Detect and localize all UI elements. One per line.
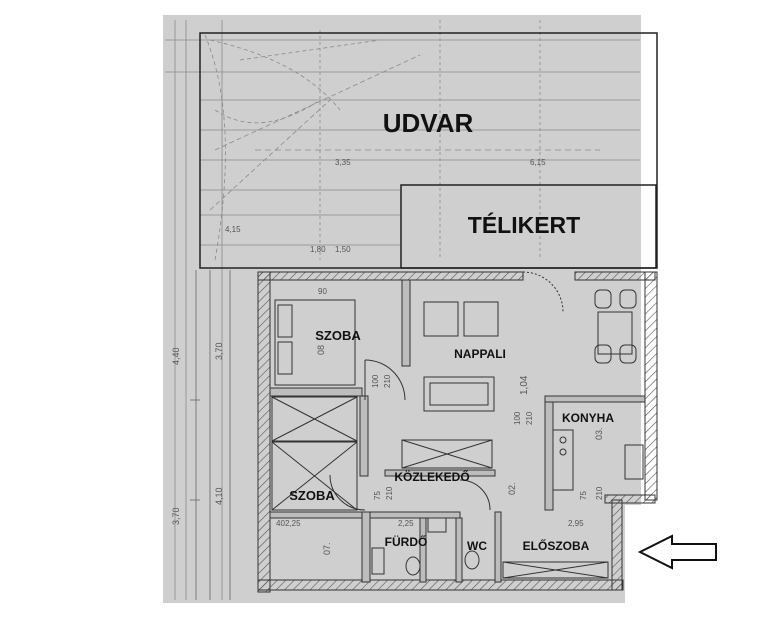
dim-415: 4,15 xyxy=(225,225,241,234)
room-label-szoba-2: SZOBA xyxy=(289,488,335,503)
room-label-konyha: KONYHA xyxy=(562,411,614,425)
dim-03: 03. xyxy=(594,427,604,440)
dim-100a: 100 xyxy=(371,374,380,388)
dim-210c: 210 xyxy=(595,486,604,500)
dim-07: 07. xyxy=(322,542,332,555)
room-label-furdo: FÜRDŐ xyxy=(385,534,428,549)
room-label-wc: WC xyxy=(467,539,487,553)
dim-100b: 100 xyxy=(513,411,522,425)
dim-210d: 210 xyxy=(385,486,394,500)
yard-construction-lines xyxy=(165,20,640,600)
dim-210b: 210 xyxy=(525,411,534,425)
room-label-eloszoba: ELŐSZOBA xyxy=(523,538,590,553)
left-dimension-lines xyxy=(190,270,231,600)
dim-225a: 2,25 xyxy=(285,519,301,528)
dim-210a: 210 xyxy=(383,374,392,388)
dining-set xyxy=(594,289,637,364)
room-label-nappali: NAPPALI xyxy=(454,347,506,361)
dim-08: 08 xyxy=(316,345,326,355)
dim-225b: 2,25 xyxy=(398,519,414,528)
dim-295: 2,95 xyxy=(568,519,584,528)
bathroom-fixtures xyxy=(371,517,480,576)
dim-370-left: 3,70 xyxy=(171,507,181,525)
dim-370: 3,70 xyxy=(214,342,224,360)
dim-410: 4,10 xyxy=(214,487,224,505)
dim-104: 1,04 xyxy=(519,375,530,395)
dim-75a: 75 xyxy=(579,491,588,500)
closets xyxy=(271,396,609,579)
room-label-telikert: TÉLIKERT xyxy=(468,211,580,238)
dim-615: 6,15 xyxy=(530,158,546,167)
entrance-arrow-icon xyxy=(637,534,717,570)
dim-75b: 75 xyxy=(373,491,382,500)
dim-440: 4,40 xyxy=(171,347,181,365)
room-label-kozlekedo: KÖZLEKEDŐ xyxy=(394,469,469,484)
living-furniture xyxy=(423,301,499,412)
dim-180: 1,80 xyxy=(310,245,326,254)
telikert-outline xyxy=(400,184,657,269)
interior-walls xyxy=(269,279,646,583)
dim-40: 40 xyxy=(276,519,285,528)
exterior-walls xyxy=(257,271,658,593)
dim-90: 90 xyxy=(318,287,327,296)
kitchen-counter xyxy=(552,429,644,491)
dim-335: 3,35 xyxy=(335,158,351,167)
room-label-szoba-1: SZOBA xyxy=(315,328,361,343)
dim-02: 02. xyxy=(507,482,517,495)
room-label-udvar: UDVAR xyxy=(383,108,474,138)
dim-150: 1,50 xyxy=(335,245,351,254)
bed xyxy=(274,299,356,386)
door-swings xyxy=(329,271,564,511)
paper-cutout xyxy=(625,505,645,605)
